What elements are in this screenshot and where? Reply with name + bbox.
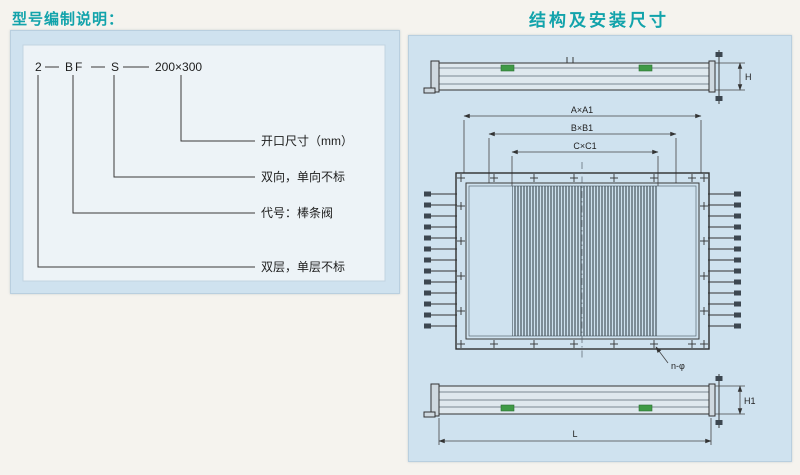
leader-code [72,75,255,214]
green-seal-left-bottom [500,404,515,412]
green-seal-right-bottom [638,404,653,412]
plan-view: A×A1 B×B1 C×C1 [423,105,742,371]
holes-note-label: n-φ [671,361,685,371]
label-opening-size: 开口尺寸（mm） [261,134,353,148]
dim-a-label: A×A1 [571,105,593,115]
diagram-inner-box [22,44,386,282]
label-direction: 双向，单向不标 [261,169,345,184]
leader-layers [37,75,255,268]
model-code-diagram: 2 BF S 200×300 开口尺寸（mm） 双向，单向不标 代号：棒条阀 双… [22,44,386,282]
code-part-direction: S [111,60,119,74]
dimensions-section-title: 结构及安装尺寸 [529,11,669,30]
bottom-side-view: H1 L [423,374,756,445]
drawings-panel: H A×A1 B×B1 C×C1 [408,35,792,462]
leader-direction [113,75,255,178]
top-side-view: H [423,50,752,104]
bar-overlap-area [512,186,658,336]
dim-h1-label: H1 [744,396,756,406]
model-code-panel: 2 BF S 200×300 开口尺寸（mm） 双向，单向不标 代号：棒条阀 双… [10,30,400,294]
code-part-code: BF [65,60,84,74]
dim-b-label: B×B1 [571,123,593,133]
label-valve-code: 代号：棒条阀 [261,206,333,220]
green-seal-right [638,64,653,72]
dim-h-label: H [745,72,752,82]
dim-l-label: L [572,429,577,439]
code-part-layers: 2 [35,60,42,74]
green-seal-left [500,64,515,72]
dim-c-label: C×C1 [573,141,596,151]
code-part-size: 200×300 [155,60,202,74]
engineering-drawing: H A×A1 B×B1 C×C1 [423,50,756,445]
label-layers: 双层，单层不标 [261,260,345,274]
leader-opening [180,75,255,142]
model-code-section-title: 型号编制说明： [12,11,125,28]
